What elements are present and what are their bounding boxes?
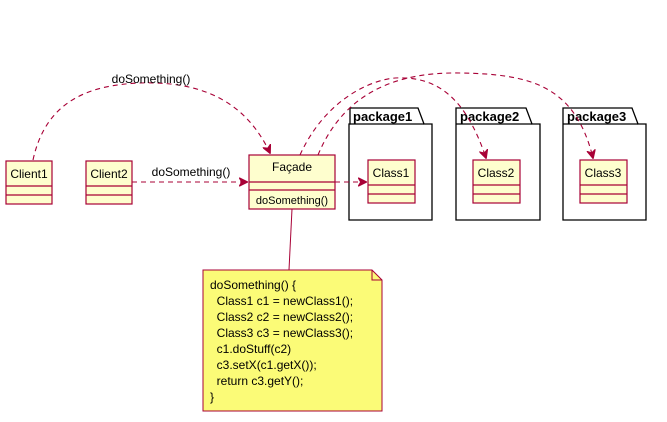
note-line-2: Class1 c1 = newClass1();	[210, 294, 353, 308]
facade-name: Façade	[272, 160, 312, 174]
class-class2[interactable]: Class2	[472, 159, 521, 204]
client1-name: Client1	[10, 167, 48, 181]
class3-name: Class3	[585, 166, 622, 180]
note: doSomething() { Class1 c1 = newClass1();…	[202, 269, 383, 412]
arrow-facade-to-class3	[317, 72, 593, 158]
note-line-1: doSomething() {	[210, 278, 296, 292]
class-facade[interactable]: Façade doSomething()	[248, 154, 336, 210]
class-class1[interactable]: Class1	[367, 159, 416, 204]
note-line-6: c3.setX(c1.getX());	[210, 358, 317, 372]
class2-name: Class2	[478, 166, 515, 180]
note-line-8: }	[210, 390, 214, 404]
class-client2[interactable]: Client2	[85, 160, 133, 205]
note-line-7: return c3.getY();	[210, 374, 303, 388]
arrow-facade-to-class2	[299, 77, 486, 158]
package3-title: package3	[567, 109, 626, 124]
arrow-client1-to-facade	[32, 82, 270, 161]
client1-to-facade-label: doSomething()	[112, 72, 191, 86]
client2-to-facade-label: doSomething()	[152, 165, 231, 179]
class-class3[interactable]: Class3	[579, 159, 628, 204]
class-client1[interactable]: Client1	[5, 160, 53, 205]
note-connector	[288, 208, 293, 271]
note-line-5: c1.doStuff(c2)	[210, 342, 291, 356]
note-line-4: Class3 c3 = newClass3();	[210, 326, 353, 340]
note-line-3: Class2 c2 = newClass2();	[210, 310, 353, 324]
facade-method: doSomething()	[256, 195, 328, 207]
package2-title: package2	[460, 109, 519, 124]
class1-name: Class1	[373, 166, 410, 180]
package1-title: package1	[353, 109, 412, 124]
client2-name: Client2	[90, 167, 128, 181]
